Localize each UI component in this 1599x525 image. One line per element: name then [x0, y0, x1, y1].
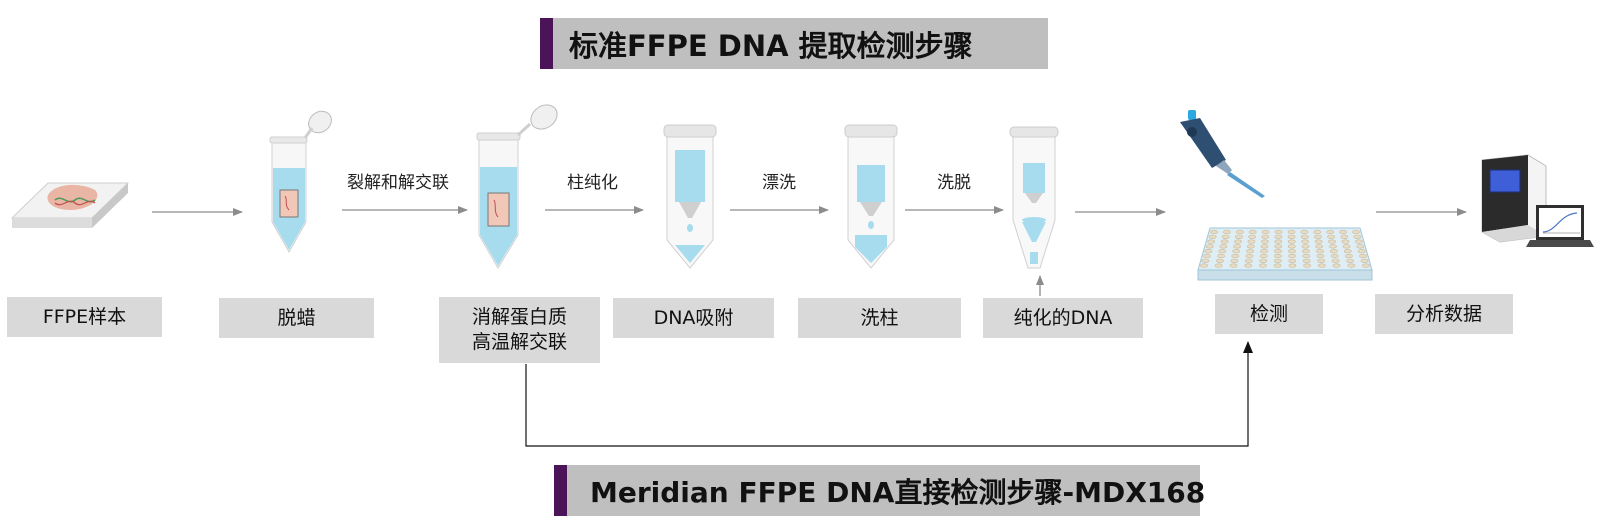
transition-label: 裂解和解交联 [347, 173, 449, 193]
instrument-icon [1481, 154, 1547, 243]
step-label: 检测 [1215, 294, 1323, 334]
laptop-icon [1526, 205, 1594, 247]
column-icon [663, 124, 717, 269]
step-text: FFPE样本 [42, 305, 127, 328]
step-text: DNA吸附 [653, 306, 734, 329]
title-banner-bottom: Meridian FFPE DNA直接检测步骤-MDX168 [554, 465, 1205, 516]
title-bottom: Meridian FFPE DNA直接检测步骤-MDX168 [590, 475, 1206, 509]
title-top: 标准FFPE DNA 提取检测步骤 [569, 28, 973, 63]
step-text: 分析数据 [1405, 302, 1482, 325]
transition-label: 柱纯化 [567, 173, 618, 193]
step-label: DNA吸附 [613, 298, 774, 338]
direct-path-arrow [525, 341, 1253, 447]
column-icon [1009, 126, 1059, 269]
step-text: 脱蜡 [277, 306, 316, 329]
step-text-line1: 消解蛋白质 [471, 306, 567, 328]
step-label: 消解蛋白质 高温解交联 [439, 297, 600, 363]
transition-label: 洗脱 [937, 173, 971, 193]
step-label: 分析数据 [1375, 294, 1513, 334]
step-text: 检测 [1249, 302, 1288, 325]
tube-icon [476, 104, 558, 269]
step-label: 纯化的DNA [983, 298, 1143, 338]
step-text: 纯化的DNA [1013, 306, 1113, 329]
step-label: FFPE样本 [7, 297, 162, 337]
step-text: 洗柱 [860, 306, 899, 329]
transition-label: 漂洗 [762, 173, 796, 193]
banner-accent [540, 18, 553, 69]
column-icon [844, 124, 898, 269]
step-label: 脱蜡 [219, 298, 374, 338]
slide-icon [10, 182, 130, 228]
tube-icon [269, 110, 332, 254]
pipette-icon [1180, 110, 1265, 198]
step-label: 洗柱 [798, 298, 961, 338]
title-banner-top: 标准FFPE DNA 提取检测步骤 [540, 18, 1048, 69]
banner-accent [554, 465, 567, 516]
step-text-line2: 高温解交联 [471, 331, 567, 353]
plate-icon [1197, 227, 1373, 281]
